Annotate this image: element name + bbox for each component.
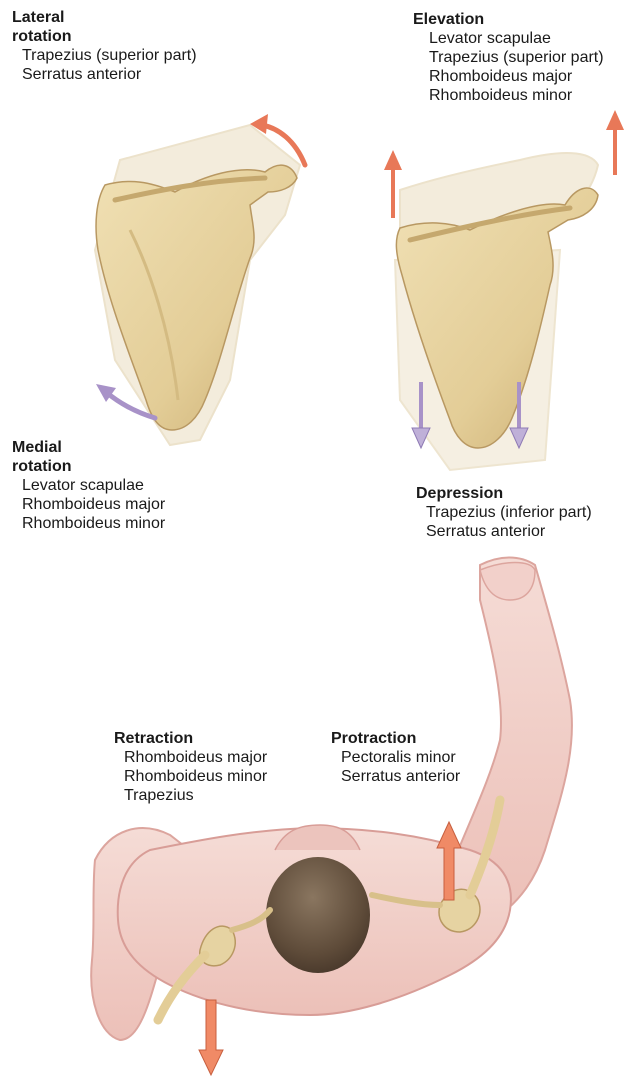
protraction-title: Protraction [331,729,460,748]
elevation-label: Elevation Levator scapulae Trapezius (su… [413,10,604,105]
head [266,857,370,973]
medial-rotation-title-line1: Medial [12,438,165,457]
depression-muscle-2: Serratus anterior [416,522,592,541]
elevation-muscle-1: Levator scapulae [413,29,604,48]
retraction-muscle-2: Rhomboideus minor [114,767,267,786]
depression-title: Depression [416,484,592,503]
lateral-rotation-title-line1: Lateral [12,8,197,27]
lateral-rotation-title-line2: rotation [12,27,197,46]
elevation-muscle-2: Trapezius (superior part) [413,48,604,67]
medial-rotation-muscle-3: Rhomboideus minor [12,514,165,533]
depression-muscle-1: Trapezius (inferior part) [416,503,592,522]
elevation-arrow-right-head [606,110,624,130]
medial-rotation-muscle-2: Rhomboideus major [12,495,165,514]
protraction-label: Protraction Pectoralis minor Serratus an… [331,729,460,786]
scapula-rotation-figure [95,114,305,445]
retraction-muscle-3: Trapezius [114,786,267,805]
elevation-muscle-3: Rhomboideus major [413,67,604,86]
protraction-muscle-1: Pectoralis minor [331,748,460,767]
lateral-rotation-muscle-2: Serratus anterior [12,65,197,84]
medial-rotation-label: Medial rotation Levator scapulae Rhomboi… [12,438,165,533]
depression-label: Depression Trapezius (inferior part) Ser… [416,484,592,541]
scapula-elevation-figure [384,110,624,470]
medial-rotation-title-line2: rotation [12,457,165,476]
retraction-label: Retraction Rhomboideus major Rhomboideus… [114,729,267,805]
retraction-muscle-1: Rhomboideus major [114,748,267,767]
lateral-rotation-muscle-1: Trapezius (superior part) [12,46,197,65]
elevation-title: Elevation [413,10,604,29]
protraction-muscle-2: Serratus anterior [331,767,460,786]
lateral-rotation-label: Lateral rotation Trapezius (superior par… [12,8,197,84]
retraction-title: Retraction [114,729,267,748]
elevation-muscle-4: Rhomboideus minor [413,86,604,105]
retraction-arrow [199,1000,223,1075]
torso-top-view-figure [91,558,572,1076]
elevation-arrow-left-head [384,150,402,170]
medial-rotation-muscle-1: Levator scapulae [12,476,165,495]
